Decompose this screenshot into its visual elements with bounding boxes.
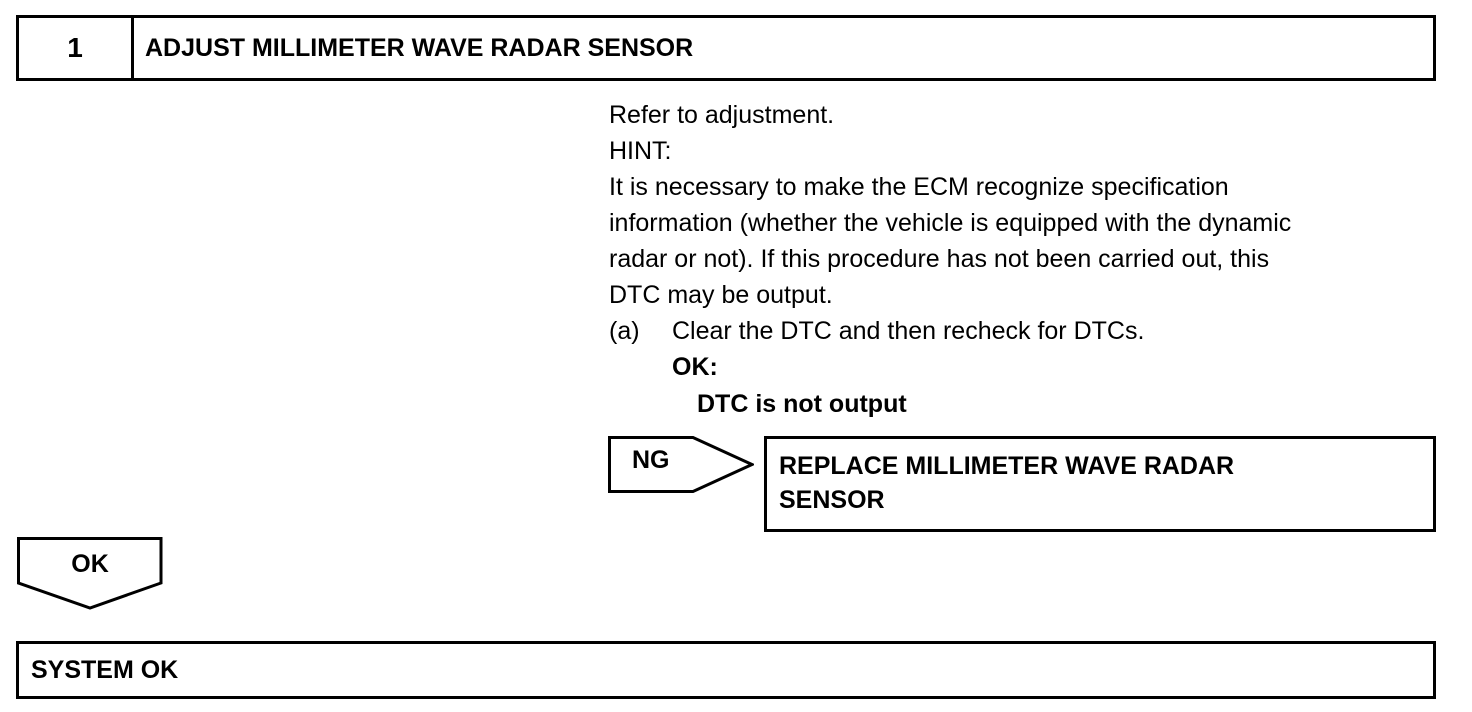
- step-header: 1 ADJUST MILLIMETER WAVE RADAR SENSOR: [16, 15, 1436, 81]
- system-ok-box: SYSTEM OK: [16, 641, 1436, 699]
- ng-arrow-icon: [608, 436, 754, 493]
- hint-line: It is necessary to make the ECM recogniz…: [609, 173, 1229, 201]
- ng-branch-arrow: NG: [608, 436, 754, 493]
- ng-result-line: SENSOR: [779, 486, 885, 514]
- ok-label: OK: [71, 550, 109, 578]
- ok-branch-arrow: OK: [17, 537, 163, 611]
- step-title: ADJUST MILLIMETER WAVE RADAR SENSOR: [145, 33, 694, 62]
- ng-result-line: REPLACE MILLIMETER WAVE RADAR: [779, 452, 1235, 480]
- system-ok-text: SYSTEM OK: [31, 655, 179, 684]
- substep: (a) Clear the DTC and then recheck for D…: [609, 313, 1439, 349]
- substep-label: (a): [609, 317, 640, 345]
- ng-result-box: REPLACE MILLIMETER WAVE RADAR SENSOR: [764, 436, 1436, 532]
- hint-line: DTC may be output.: [609, 281, 833, 309]
- ok-down-arrow-icon: [17, 537, 163, 610]
- ok-spec: DTC is not output: [697, 390, 907, 418]
- hint-line: information (whether the vehicle is equi…: [609, 209, 1292, 237]
- intro-text: Refer to adjustment.: [609, 101, 835, 129]
- substep-text: Clear the DTC and then recheck for DTCs.: [672, 317, 1145, 345]
- hint-label: HINT:: [609, 137, 672, 165]
- ng-label: NG: [632, 446, 670, 474]
- hint-line: radar or not). If this procedure has not…: [609, 245, 1270, 273]
- step-instructions: Refer to adjustment. HINT: It is necessa…: [609, 97, 1439, 423]
- ok-label: OK:: [672, 353, 718, 381]
- step-number: 1: [19, 18, 134, 78]
